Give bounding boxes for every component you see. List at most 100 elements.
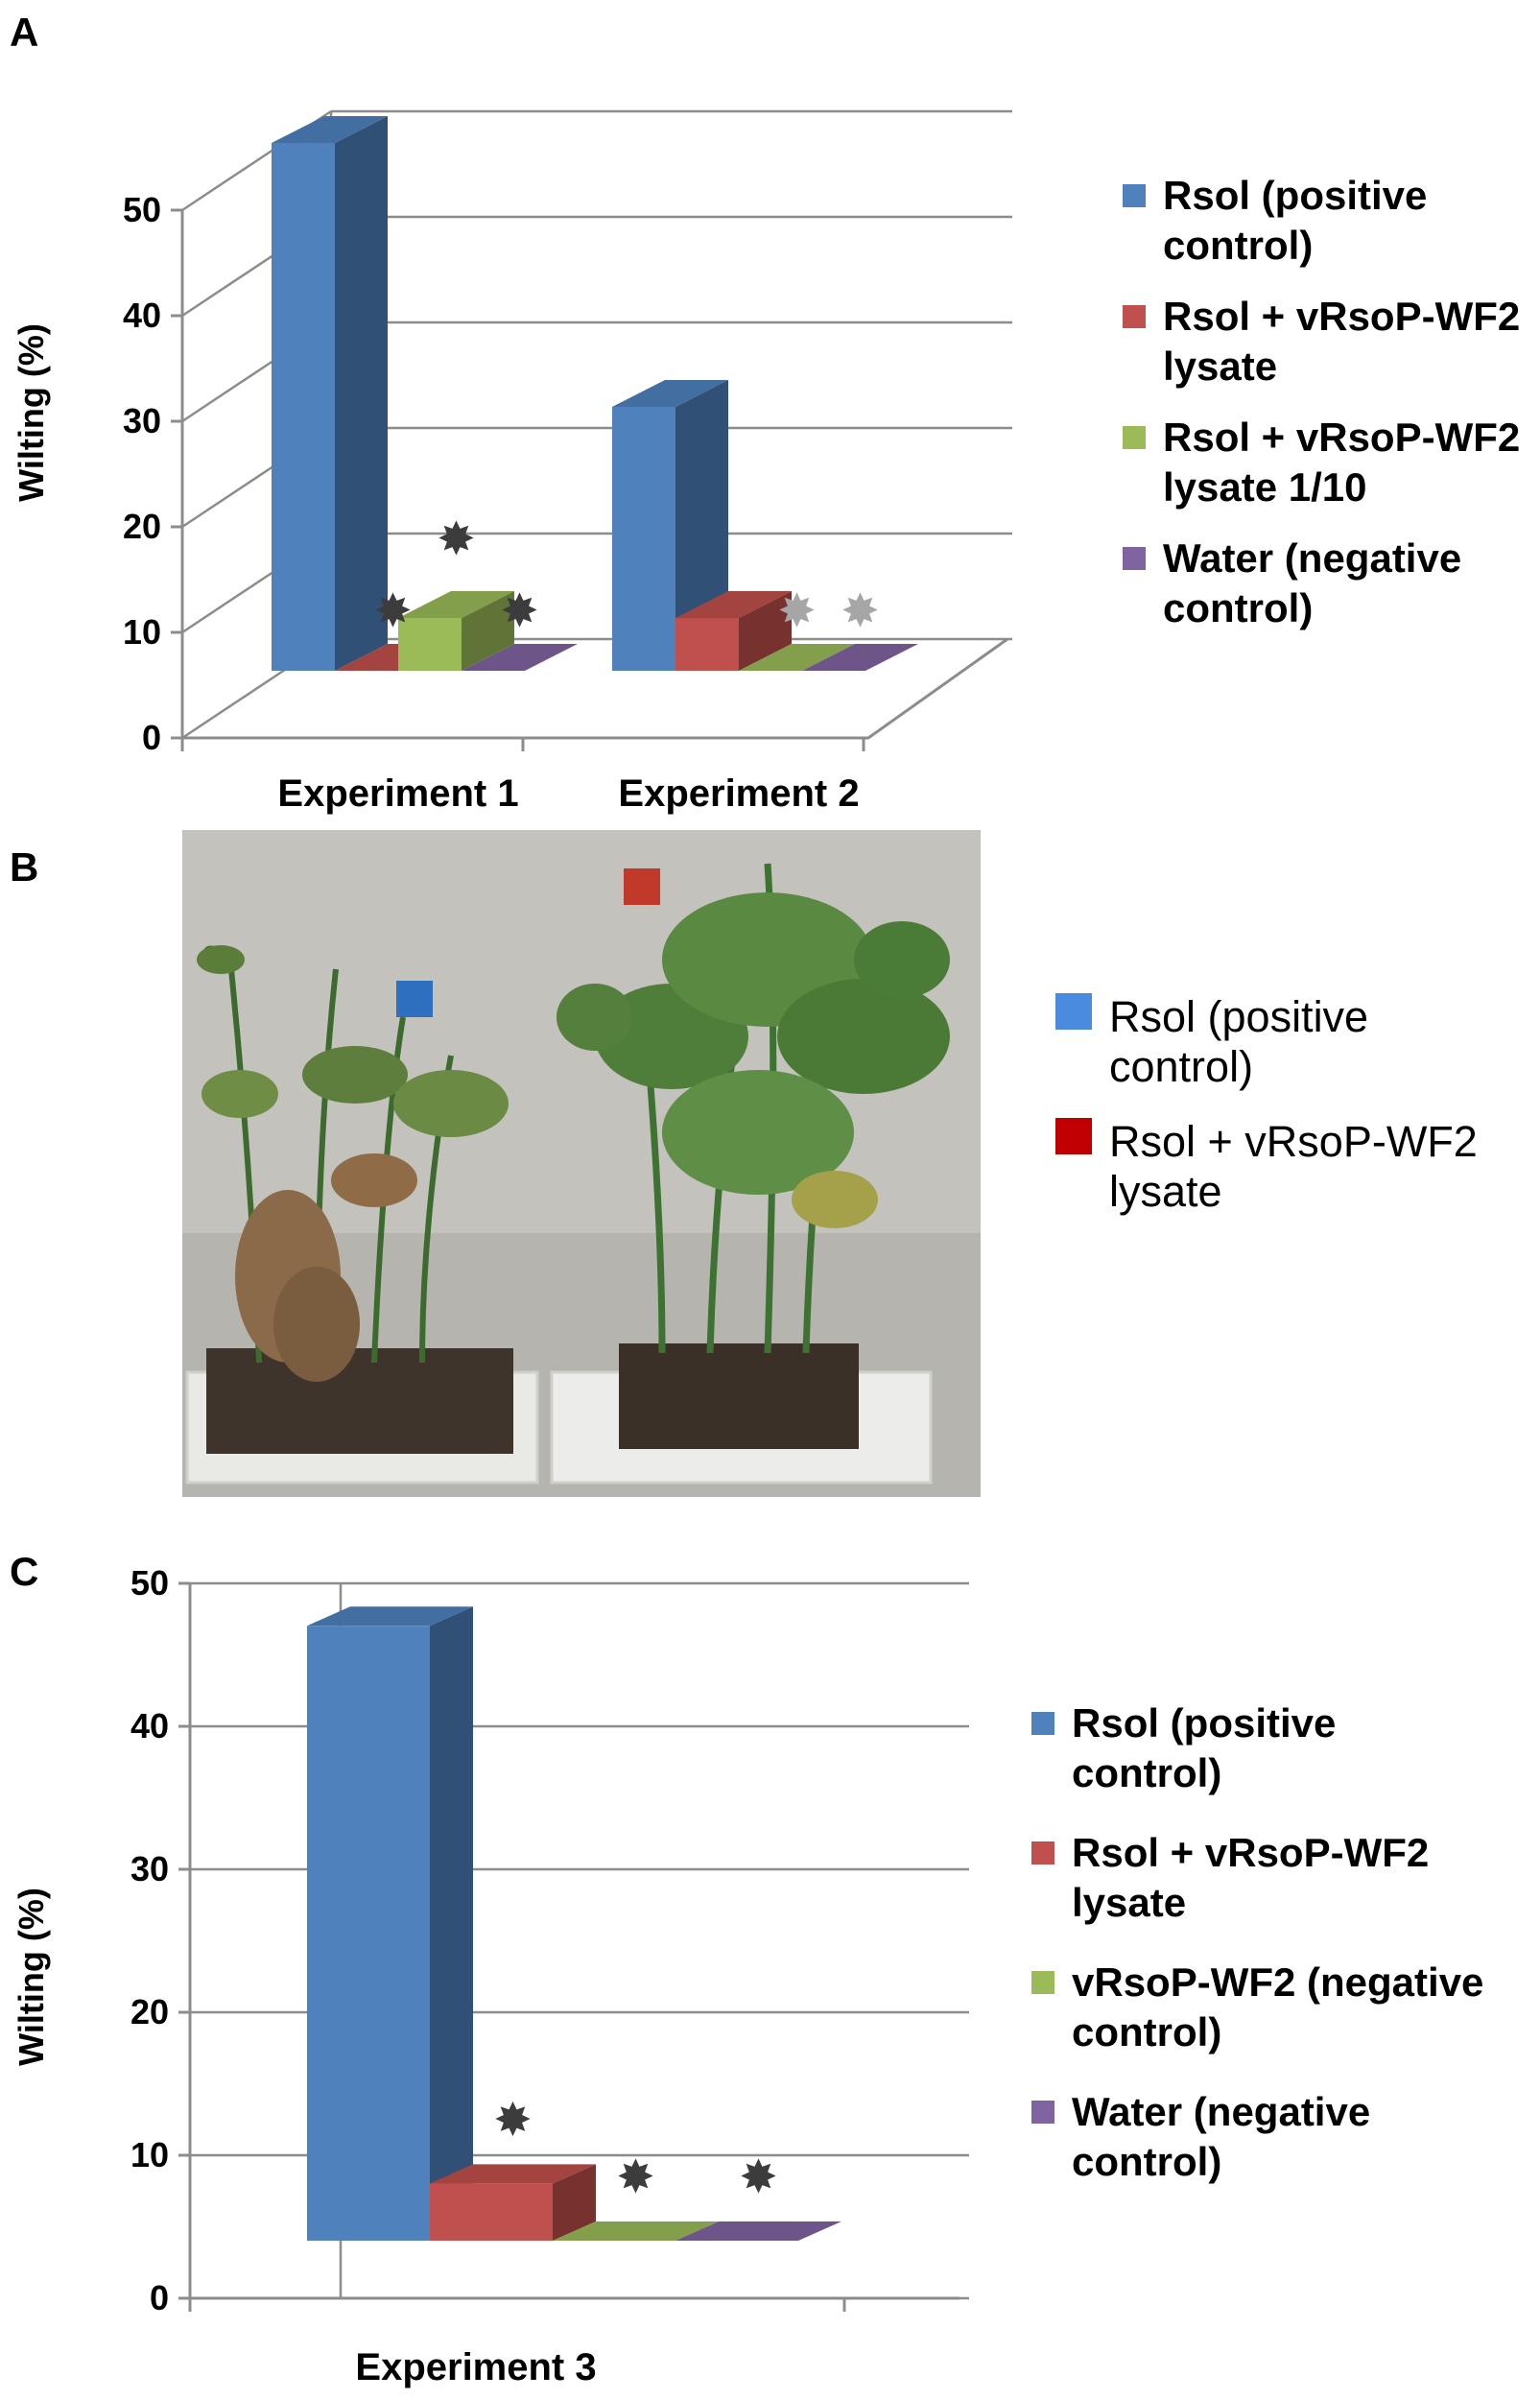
- bar-side-face: [335, 116, 388, 671]
- legend-label-line: control): [1072, 2009, 1221, 2055]
- x-category-label: Experiment 3: [355, 2346, 596, 2388]
- bar-front-face: [612, 407, 675, 671]
- legend-label-line: control): [1072, 1750, 1221, 1795]
- legend-swatch: [1031, 1841, 1054, 1865]
- bar-side-face: [553, 2164, 596, 2241]
- legend-label-line: control): [1163, 223, 1313, 268]
- y-tick-label: 20: [123, 507, 161, 546]
- bar-top-face: [739, 644, 855, 671]
- y-tick-label: 30: [123, 401, 161, 440]
- y-tick-label: 40: [130, 1706, 169, 1746]
- bar-top-face: [462, 644, 578, 671]
- bar-side-face: [430, 1606, 473, 2241]
- legend-label-line: vRsoP-WF2 (negative: [1072, 1960, 1483, 2005]
- y-tick-label: 40: [123, 296, 161, 335]
- y-tick-label: 0: [150, 2278, 169, 2317]
- legend-label-line: control): [1109, 1042, 1253, 1091]
- legend-label-line: Water (negative: [1072, 2089, 1370, 2134]
- left-soil-pots: [206, 1348, 513, 1454]
- legend-swatch: [1123, 184, 1146, 207]
- bar-top-face: [430, 2164, 596, 2184]
- legend-swatch: [1123, 426, 1146, 449]
- bar-top-face: [675, 591, 792, 618]
- panel-b-photo: [182, 830, 981, 1497]
- bar-experiment-1-series-0: [272, 116, 388, 671]
- bar-experiment-3-series-0: [307, 1606, 473, 2241]
- photo-marker-phage-treated: [624, 868, 660, 905]
- panel-a-letter: A: [10, 10, 38, 55]
- bar-experiment-2-series-3: [802, 644, 918, 671]
- legend-label-line: Rsol (positive: [1163, 173, 1427, 218]
- significance-star: ✸: [500, 584, 538, 638]
- bar-top-face: [675, 2221, 841, 2241]
- legend-swatch: [1031, 1712, 1054, 1735]
- bar-front-face: [272, 143, 335, 671]
- right-soil-pots: [619, 1343, 859, 1449]
- bar-front-face: [307, 1626, 430, 2241]
- significance-star: ✸: [437, 512, 475, 566]
- legend-label-line: control): [1163, 585, 1313, 630]
- legend-label-line: Rsol + vRsoP-WF2: [1072, 1830, 1429, 1875]
- bar-experiment-2-series-1: [675, 591, 792, 671]
- bar-experiment-3-series-2: [553, 2221, 719, 2241]
- legend-label-line: lysate 1/10: [1163, 464, 1367, 510]
- legend-swatch: [1055, 1118, 1092, 1154]
- bar-front-face: [675, 618, 739, 671]
- legend-label-line: Rsol (positive: [1109, 992, 1368, 1041]
- bar-top-face: [272, 116, 388, 143]
- legend-label-line: control): [1072, 2139, 1221, 2184]
- x-category-label: Experiment 1: [277, 772, 518, 815]
- significance-star: ✸: [739, 2150, 777, 2204]
- floor-edge: [182, 637, 1008, 740]
- significance-star: ✸: [841, 584, 879, 638]
- y-tick-label: 0: [142, 718, 161, 757]
- y-tick-label: 50: [130, 1563, 169, 1603]
- legend-label-line: lysate: [1072, 1880, 1186, 1925]
- legend-swatch: [1055, 993, 1092, 1030]
- significance-star: ✸: [493, 2093, 532, 2147]
- y-tick-label: 10: [130, 2135, 169, 2174]
- right-healthy-leaves: [557, 892, 950, 1228]
- bar-experiment-2-series-0: [612, 380, 728, 671]
- legend-swatch: [1031, 2101, 1054, 2124]
- bar-front-face: [398, 618, 462, 671]
- legend-label-line: Water (negative: [1163, 535, 1461, 581]
- bar-experiment-3-series-3: [675, 2221, 841, 2241]
- legend-label-line: lysate: [1163, 344, 1277, 389]
- y-axis-title: Wilting (%): [12, 323, 51, 502]
- y-tick-label: 20: [130, 1992, 169, 2031]
- bar-experiment-3-series-1: [430, 2164, 596, 2241]
- x-category-label: Experiment 2: [618, 772, 859, 815]
- bar-side-face: [739, 591, 792, 671]
- legend-label-line: Rsol + vRsoP-WF2: [1163, 415, 1520, 460]
- bar-experiment-2-series-2: [739, 644, 855, 671]
- bar-top-face: [612, 380, 728, 407]
- bar-experiment-1-series-3: [462, 644, 578, 671]
- legend-swatch: [1123, 547, 1146, 570]
- y-tick-label: 30: [130, 1849, 169, 1888]
- legend-swatch: [1123, 305, 1146, 328]
- photo-marker-positive-control: [396, 981, 433, 1017]
- panel-b-letter: B: [10, 844, 38, 890]
- significance-star: ✸: [616, 2150, 654, 2204]
- y-tick-label: 10: [123, 612, 161, 652]
- bar-top-face: [307, 1606, 473, 1627]
- bar-side-face: [462, 591, 514, 671]
- bar-top-face: [802, 644, 918, 671]
- bar-experiment-1-series-2: [398, 591, 514, 671]
- legend-label-line: Rsol + vRsoP-WF2: [1109, 1117, 1478, 1166]
- bar-top-face: [398, 591, 514, 618]
- y-axis-title: Wilting (%): [12, 1888, 51, 2066]
- significance-star: ✸: [373, 584, 412, 638]
- bar-top-face: [553, 2221, 719, 2241]
- left-wilted-leaves: [197, 945, 509, 1382]
- y-tick-label: 50: [123, 190, 161, 229]
- bar-front-face: [430, 2183, 553, 2241]
- panel-c-letter: C: [10, 1549, 38, 1594]
